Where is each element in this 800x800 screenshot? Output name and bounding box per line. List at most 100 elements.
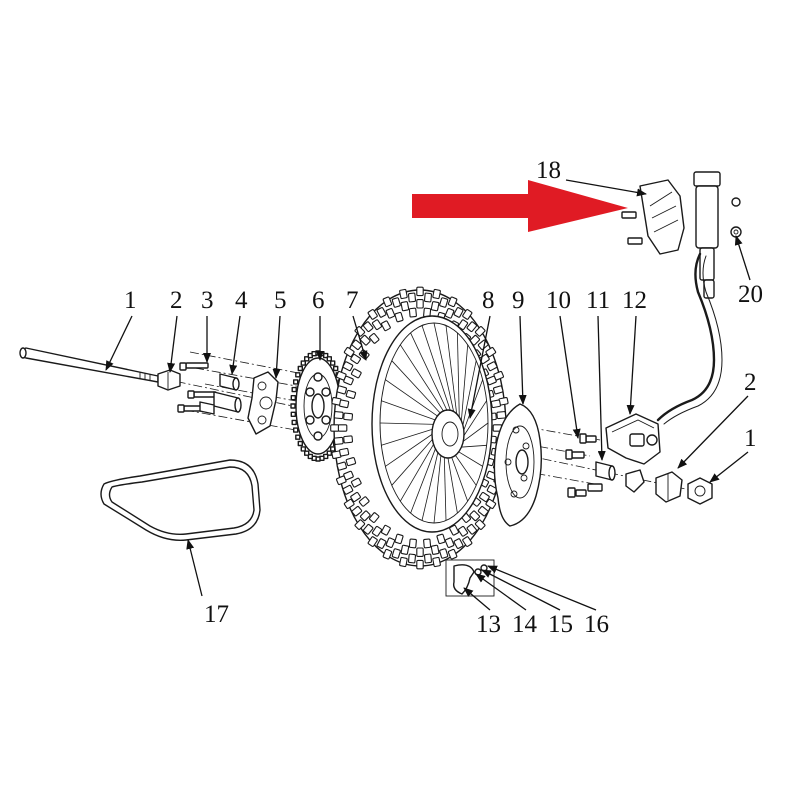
tread-block [350, 353, 361, 365]
wheel-spoke [460, 422, 489, 444]
tread-block [342, 361, 354, 372]
sprocket-tooth [326, 450, 332, 456]
tread-block [453, 538, 464, 549]
brake-disc-part [493, 403, 543, 527]
spacer-left-part [157, 369, 181, 391]
tread-block [363, 523, 374, 535]
tread-block [363, 321, 374, 333]
tread-block [469, 510, 480, 522]
tread-block [400, 301, 410, 312]
sprocket-tooth [293, 379, 299, 385]
tread-block [394, 311, 404, 323]
tread-block [343, 347, 355, 358]
master-cylinder-part [621, 171, 742, 425]
disc-bolts-part [565, 433, 597, 498]
wheel-spoke [385, 432, 435, 467]
tread-block [380, 320, 391, 332]
tread-block [342, 484, 354, 495]
tread-block [391, 548, 401, 559]
tread-block [400, 544, 410, 555]
wheel-spoke [457, 332, 460, 423]
tread-block [485, 498, 497, 509]
tread-block [339, 447, 350, 457]
tread-block [423, 538, 432, 549]
sprocket-tooth [291, 386, 297, 393]
sprocket-tooth [333, 365, 339, 372]
wheel-spoke [379, 422, 436, 425]
callout-9: 9 [512, 287, 525, 314]
callout-numbers: 1 2 3 4 5 6 7 8 9 10 11 12 2 1 13 14 15 … [124, 157, 763, 638]
tread-block [345, 457, 357, 467]
callout-1-right: 1 [744, 425, 757, 452]
sprocket-tooth [290, 411, 296, 417]
sprocket-tooth [295, 434, 301, 440]
tread-block [477, 339, 489, 350]
tread-block [382, 548, 393, 560]
wheel-spoke [450, 453, 469, 502]
sprocket-tooth [290, 395, 296, 401]
tread-block [336, 461, 348, 471]
tread-block [474, 519, 486, 530]
tread-block [343, 375, 354, 386]
wheel-spoke [453, 452, 477, 486]
tread-block [462, 309, 473, 320]
wheel-spoke [461, 400, 487, 440]
callout-12: 12 [622, 287, 647, 314]
tread-block [358, 496, 370, 507]
wheel-spoke [443, 453, 447, 521]
tread-block [486, 484, 498, 495]
callout-4: 4 [235, 287, 248, 314]
tread-block [439, 548, 449, 559]
tread-block [351, 506, 363, 517]
tread-block [371, 319, 383, 331]
tread-block [360, 510, 371, 522]
tread-block [367, 309, 378, 320]
tread-block [439, 297, 449, 308]
callout-6: 6 [312, 287, 325, 314]
tread-block [350, 477, 362, 488]
tread-block [376, 538, 387, 549]
sprocket-tooth [300, 360, 306, 366]
tread-block [345, 389, 357, 399]
callout-18: 18 [536, 157, 561, 184]
callout-2-right: 2 [744, 369, 757, 396]
tread-block [462, 536, 473, 547]
tread-block [408, 307, 417, 318]
tread-block [391, 297, 401, 308]
tread-block [369, 512, 380, 523]
tread-block [343, 498, 355, 509]
sprocket-tooth [297, 365, 303, 372]
wheel-spoke [445, 325, 458, 420]
wheel-spoke [399, 344, 446, 415]
tread-block [486, 361, 498, 372]
callout-7: 7 [346, 287, 359, 314]
callout-2: 2 [170, 287, 183, 314]
sprocket-tooth [307, 453, 313, 460]
wheel-spoke [433, 322, 456, 417]
wheel-spoke [421, 448, 440, 521]
tread-block [333, 436, 344, 445]
tread-block [343, 470, 354, 481]
tread-block [430, 301, 440, 312]
tread-block [333, 411, 344, 420]
wheel-spoke [385, 379, 441, 419]
tread-block [350, 368, 362, 379]
tread-block [477, 506, 489, 517]
tread-block [399, 288, 408, 300]
sprocket-tooth [304, 356, 310, 362]
wheel-spoke [455, 449, 483, 467]
tread-block [444, 537, 455, 548]
tread-block [369, 333, 380, 344]
valve-detail-box [445, 559, 495, 597]
wheel-spoke [399, 441, 436, 502]
tread-block [432, 288, 441, 300]
tread-block [394, 533, 404, 545]
sprocket-tooth [300, 446, 306, 452]
tread-block [466, 321, 477, 333]
tread-block [444, 308, 455, 319]
brake-caliper-part [605, 413, 661, 493]
tread-block [457, 525, 469, 537]
spacer-right-2-part [655, 471, 683, 503]
tread-block [385, 308, 396, 319]
